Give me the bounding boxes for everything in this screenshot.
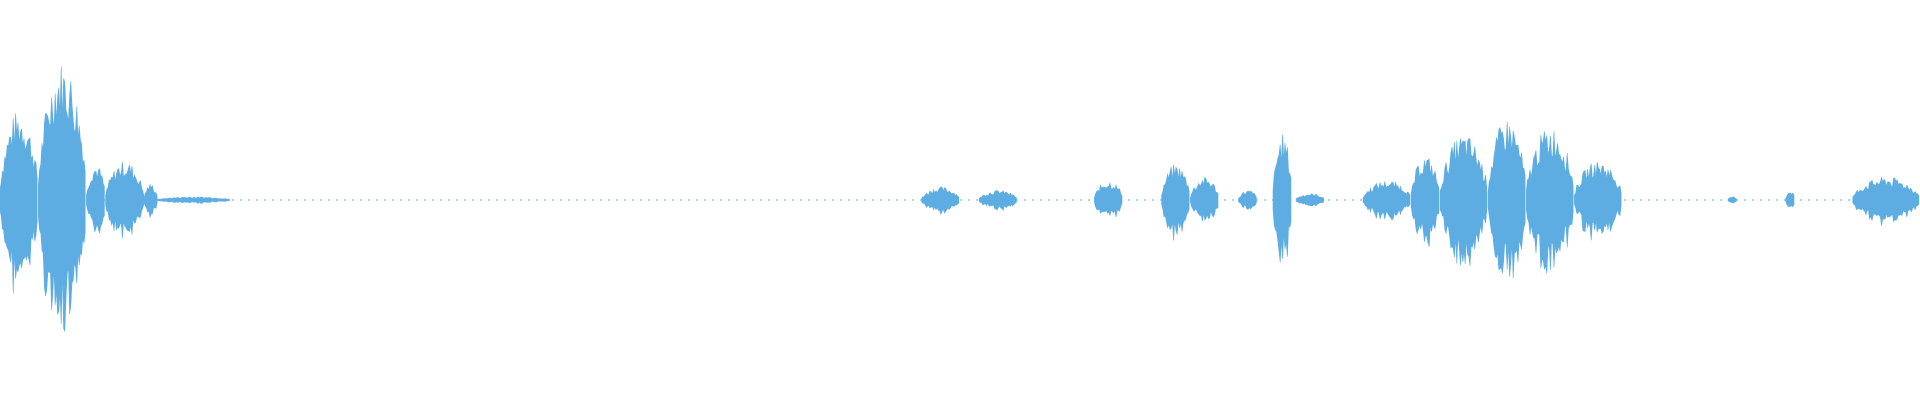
waveform-segment	[1190, 176, 1219, 222]
waveform-segment	[1439, 138, 1488, 266]
waveform-segment	[1094, 182, 1123, 218]
waveform-segment	[0, 113, 38, 294]
waveform-segment	[1574, 161, 1622, 241]
waveform-segment	[143, 183, 158, 218]
waveform-segment	[1272, 134, 1292, 263]
waveform-segment	[1295, 193, 1324, 207]
waveform-segment	[1727, 196, 1737, 204]
waveform-bars	[0, 66, 1920, 333]
waveform-segment	[86, 167, 105, 233]
waveform-segment	[1487, 121, 1526, 279]
waveform-segment	[1526, 131, 1574, 274]
waveform-segment	[157, 196, 230, 205]
waveform-segment	[105, 161, 145, 239]
waveform-segment	[1852, 176, 1920, 226]
waveform-segment	[1238, 190, 1257, 210]
waveform-segment	[1785, 192, 1795, 208]
waveform-segment	[38, 66, 86, 333]
waveform-segment	[921, 186, 960, 216]
waveform-segment	[978, 190, 1017, 212]
waveform-segment	[1161, 164, 1190, 241]
waveform-segment	[1410, 158, 1440, 247]
waveform-segment	[1362, 181, 1411, 221]
